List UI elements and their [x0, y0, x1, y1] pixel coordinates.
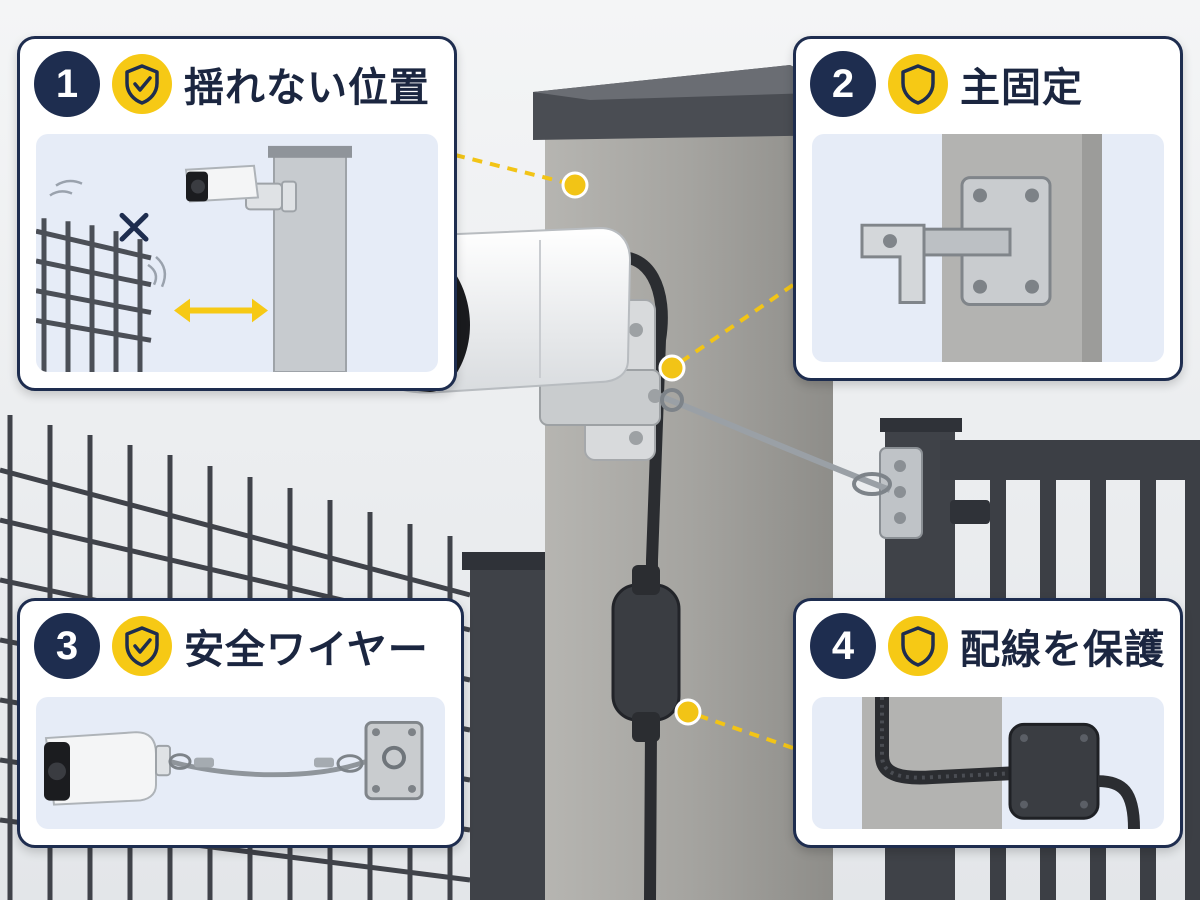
illustration-main-fixing	[812, 134, 1164, 362]
x-mark-icon	[119, 212, 149, 242]
card-stable-position: 1 揺れない位置	[17, 36, 457, 391]
card-title: 揺れない位置	[184, 65, 430, 111]
callout-dot-1	[561, 171, 589, 199]
illustration-stable-position	[36, 134, 438, 372]
step-number-badge: 4	[810, 613, 876, 679]
shield-icon	[888, 54, 948, 114]
shield-check-icon	[112, 616, 172, 676]
l-bracket	[910, 227, 1012, 257]
wired-camera	[44, 731, 171, 806]
callout-leaders	[454, 153, 795, 750]
card-title: 主固定	[960, 65, 1083, 111]
double-arrow-icon	[174, 298, 268, 323]
step-number-badge: 2	[810, 51, 876, 117]
anchor-plate	[364, 720, 424, 801]
illustration-safety-wire	[36, 697, 445, 829]
illustration-wiring-protection	[812, 697, 1164, 829]
shield-icon	[888, 616, 948, 676]
cable-junction-box	[611, 583, 681, 722]
dark-fence-post	[470, 560, 550, 900]
card-title: 安全ワイヤー	[184, 627, 429, 673]
wobbly-fence-icon	[36, 218, 152, 372]
shield-check-icon	[112, 54, 172, 114]
small-camera	[184, 164, 297, 213]
junction-box	[1008, 722, 1100, 820]
card-title: 配線を保護	[960, 627, 1165, 673]
steel-wire	[169, 759, 367, 778]
callout-dot-4	[674, 698, 702, 726]
card-wiring-protection: 4 配線を保護	[793, 598, 1183, 848]
step-number-badge: 1	[34, 51, 100, 117]
callout-dot-2	[658, 354, 686, 382]
step-number-badge: 3	[34, 613, 100, 679]
card-safety-wire: 3 安全ワイヤー	[17, 598, 464, 848]
card-main-fixing: 2 主固定	[793, 36, 1183, 381]
safety-wire-cable	[658, 388, 892, 496]
